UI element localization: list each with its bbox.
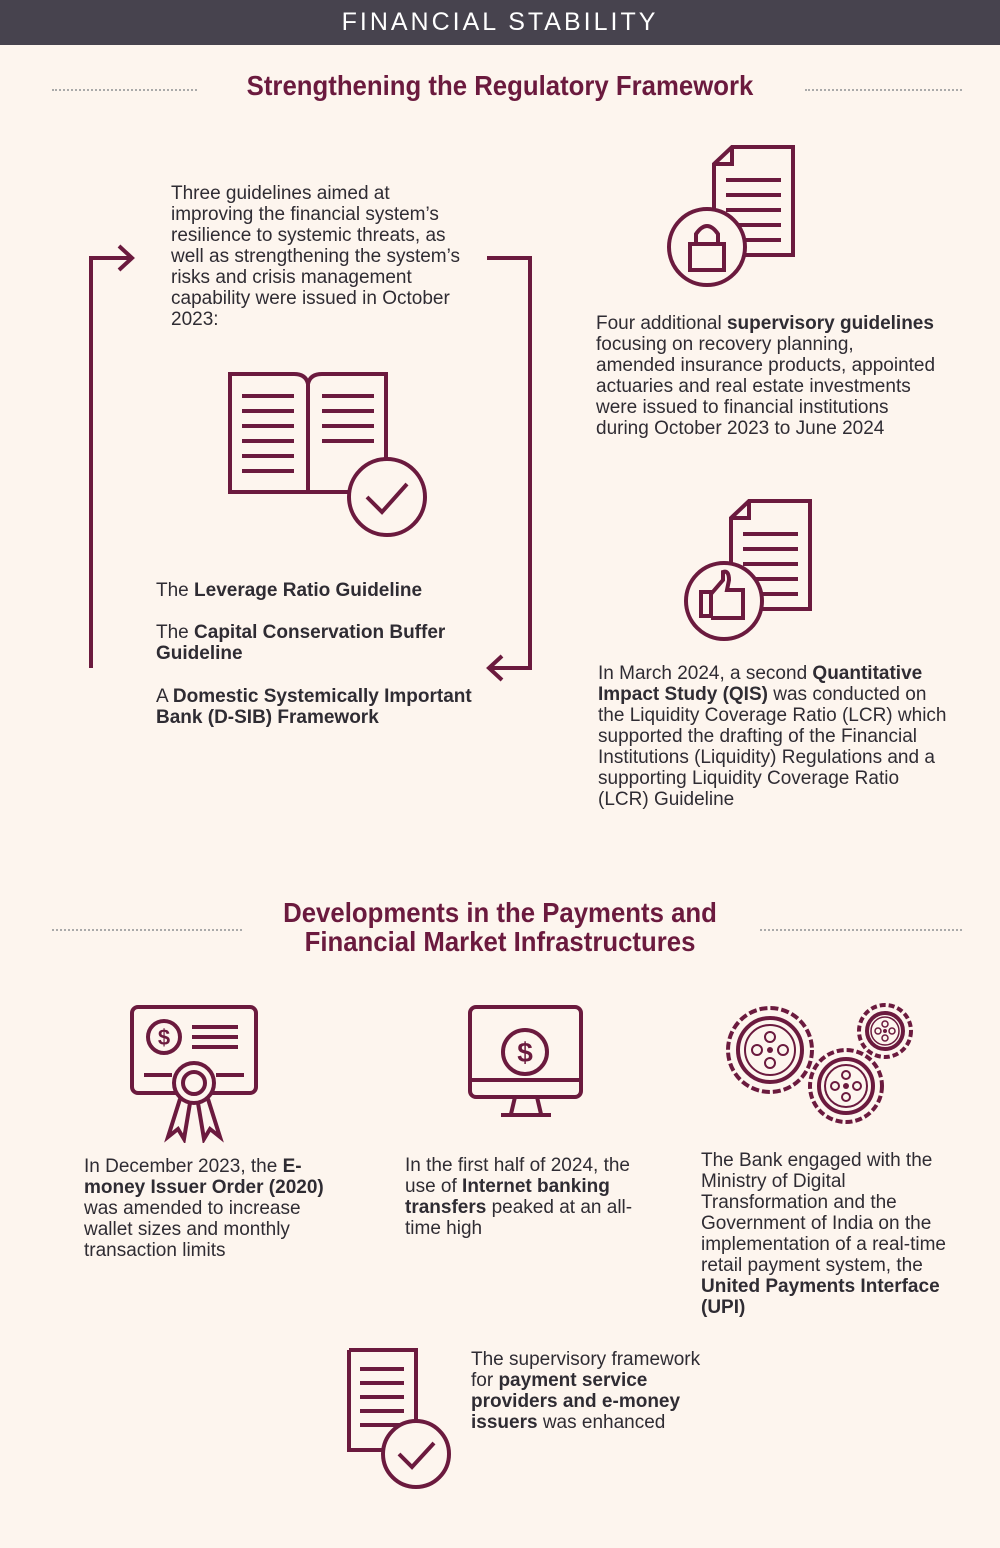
divider <box>52 929 242 931</box>
document-lock-icon <box>667 145 795 287</box>
qis-text: In March 2024, a second Quantitative Imp… <box>598 663 947 810</box>
header-bar: FINANCIAL STABILITY <box>0 0 1000 45</box>
divider <box>805 89 962 91</box>
upi-text: The Bank engaged with the Ministry of Di… <box>701 1150 946 1318</box>
book-check-icon <box>228 372 427 537</box>
svg-text:$: $ <box>517 1037 533 1068</box>
document-check-icon <box>347 1348 451 1489</box>
psp-text: The supervisory framework for payment se… <box>471 1349 701 1433</box>
certificate-icon: $ <box>130 1005 258 1143</box>
section-heading: Strengthening the Regulatory Framework <box>246 70 754 101</box>
divider <box>760 929 962 931</box>
bracket-arrows <box>89 244 532 682</box>
page-title: FINANCIAL STABILITY <box>341 8 659 36</box>
gears-icon <box>726 1003 913 1124</box>
internet-banking-text: In the first half of 2024, the use of In… <box>405 1155 633 1239</box>
emoney-text: In December 2023, the E-money Issuer Ord… <box>84 1156 324 1261</box>
divider <box>52 89 197 91</box>
guideline-item: The Capital Conservation Buffer Guidelin… <box>156 622 446 664</box>
guideline-item: A Domestic Systemically Important Bank (… <box>156 686 472 728</box>
intro-text: Three guidelines aimed at improving the … <box>171 183 461 330</box>
document-thumbs-up-icon <box>684 499 812 641</box>
supervisory-text: Four additional supervisory guidelines f… <box>596 313 936 439</box>
guideline-item: The Leverage Ratio Guideline <box>156 580 423 601</box>
svg-text:$: $ <box>158 1025 170 1050</box>
monitor-dollar-icon: $ <box>468 1005 583 1117</box>
